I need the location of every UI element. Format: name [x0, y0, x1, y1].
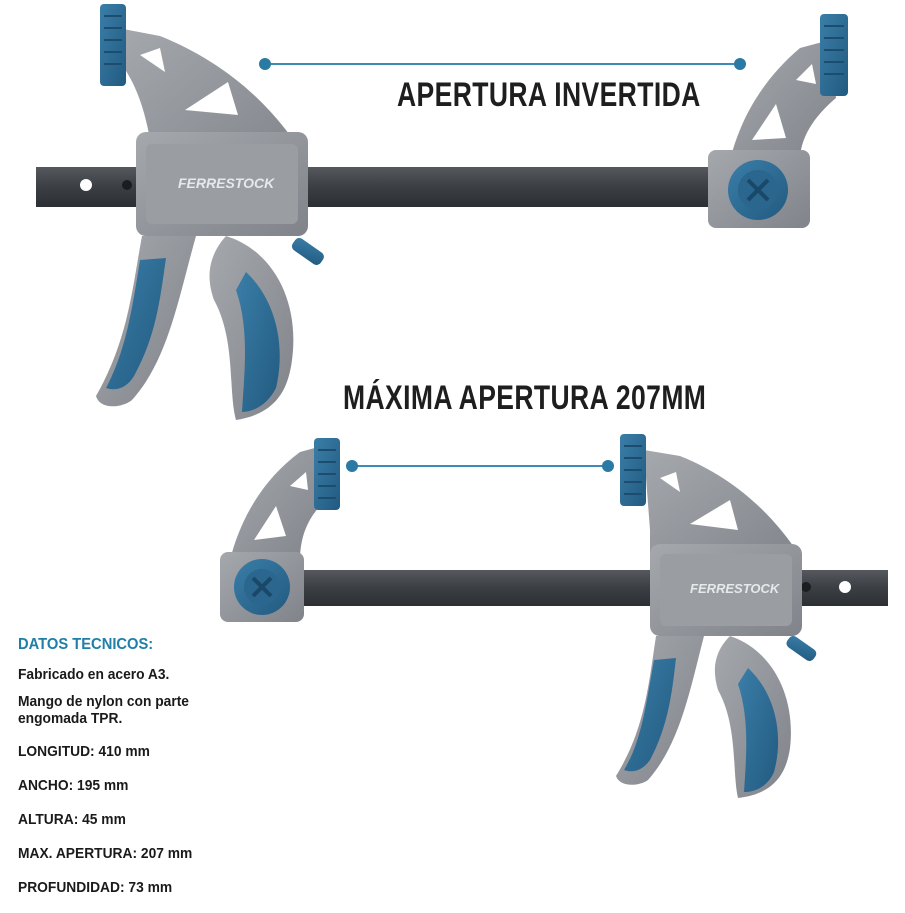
bottom-release-lever — [786, 635, 817, 662]
spec-handle-line2: engomada TPR. — [18, 710, 123, 727]
spec-handle-line1: Mango de nylon con parte — [18, 693, 189, 710]
top-left-jaw-pad — [100, 4, 126, 86]
specs-title: DATOS TECNICOS: — [18, 636, 154, 653]
bottom-clamp: FERRESTOCK — [220, 434, 888, 798]
inverted-opening-heading: APERTURA INVERTIDA — [397, 76, 701, 114]
spec-width: ANCHO: 195 mm — [18, 777, 129, 794]
technical-specs: DATOS TECNICOS: Fabricado en acero A3. M… — [18, 636, 278, 913]
top-bar-hole-1 — [80, 179, 92, 191]
top-release-lever — [291, 237, 324, 266]
bottom-brand-logo: FERRESTOCK — [690, 581, 781, 596]
bottom-bar-hole-2 — [839, 581, 851, 593]
spec-material: Fabricado en acero A3. — [18, 666, 170, 683]
top-right-jaw-pad — [820, 14, 848, 96]
spec-length: LONGITUD: 410 mm — [18, 743, 150, 760]
max-opening-heading: MÁXIMA APERTURA 207MM — [343, 379, 707, 417]
spec-handle: Mango de nylon con parte engomada TPR. — [18, 693, 257, 727]
top-bar-hole-2 — [122, 180, 132, 190]
spec-height: ALTURA: 45 mm — [18, 811, 126, 828]
spec-max-opening: MAX. APERTURA: 207 mm — [18, 845, 193, 862]
bottom-left-jaw-arm — [230, 446, 326, 560]
spec-depth: PROFUNDIDAD: 73 mm — [18, 879, 173, 896]
top-clamp: FERRESTOCK — [36, 4, 848, 420]
top-brand-logo: FERRESTOCK — [178, 175, 275, 191]
bottom-bar-hole-1 — [801, 582, 811, 592]
